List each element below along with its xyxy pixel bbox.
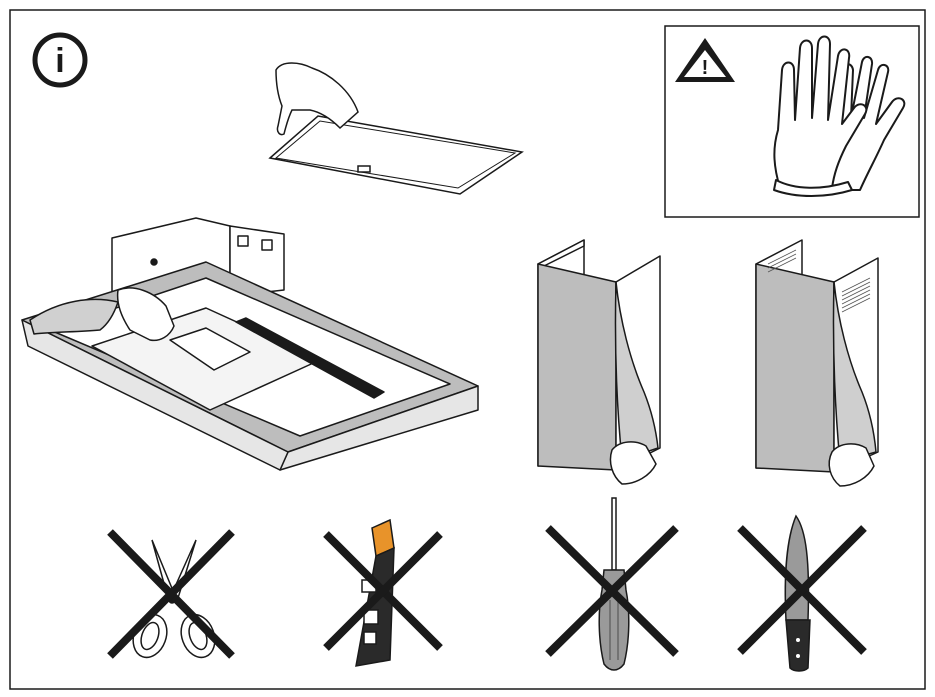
range-hood-illustration [21,217,479,471]
vent-slots [767,249,871,313]
info-icon: i [32,32,88,88]
screwdriver-icon [545,497,679,671]
utility-knife-icon [323,518,443,667]
chimney-cover-illustration [537,239,661,485]
chimney-cover-vented-illustration [755,239,879,487]
protective-gloves-icon [773,35,906,197]
info-glyph: i [55,42,64,80]
outer-frame [9,9,926,690]
grease-filter-illustration [268,62,524,195]
warning-triangle-icon: ! [675,38,735,82]
kitchen-knife-icon [737,514,867,672]
warning-glyph: ! [702,57,709,79]
warning-box: ! [664,25,920,218]
scissors-icon [107,529,235,659]
